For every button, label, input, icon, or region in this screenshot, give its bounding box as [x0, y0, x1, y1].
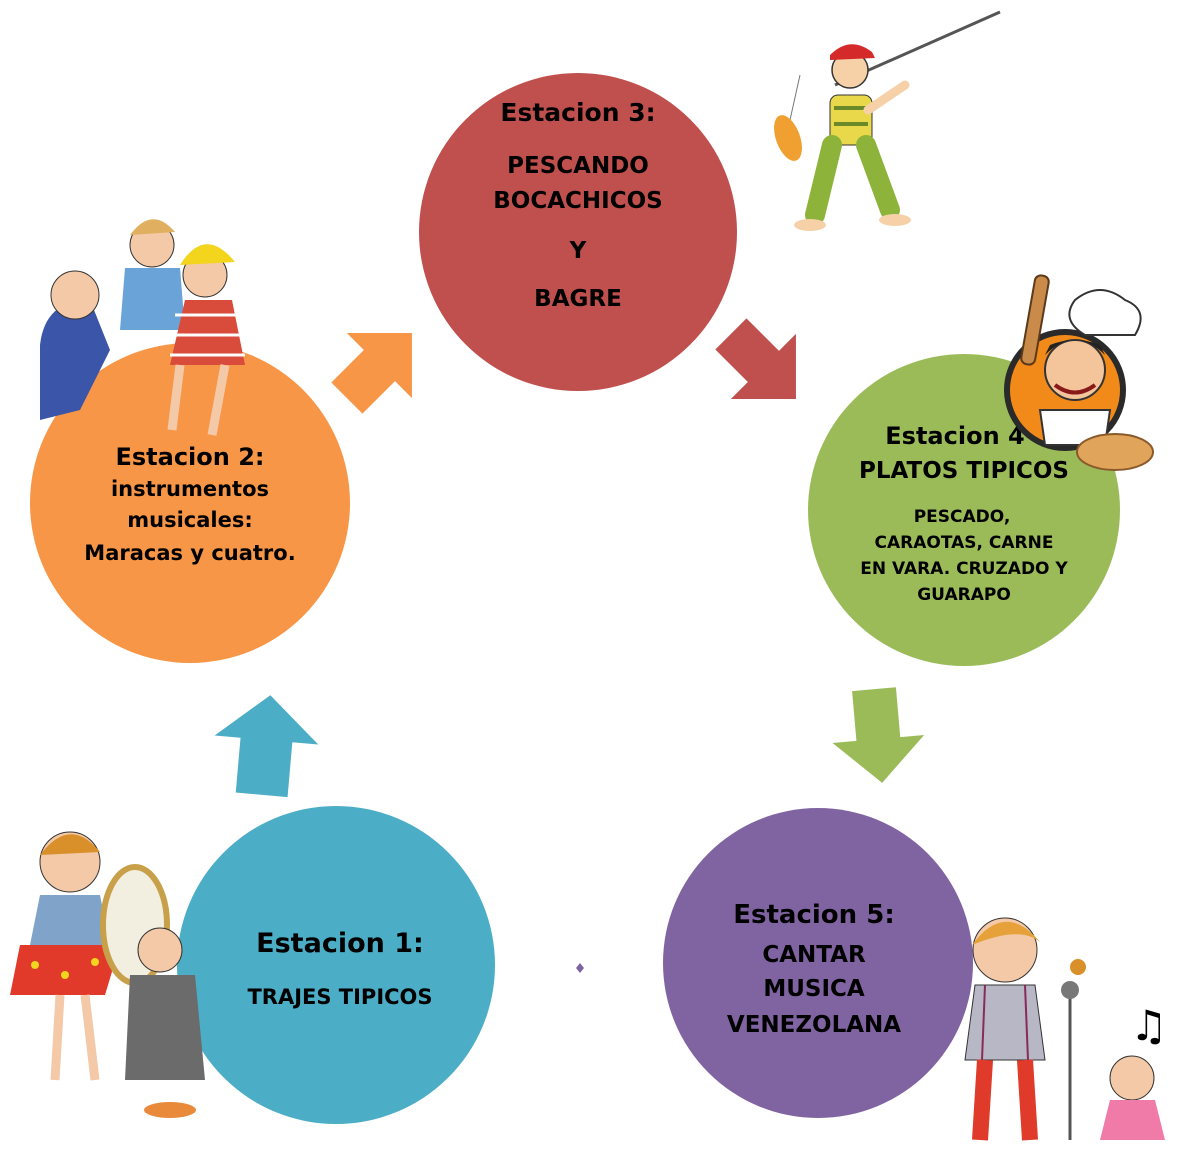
station-5-line: CANTAR	[762, 942, 866, 968]
station-3-line: Y	[569, 238, 587, 264]
children-playing-instruments-illustration	[40, 219, 245, 436]
station-4-detail: GUARAPO	[917, 585, 1011, 605]
station-3: Estacion 3: PESCANDO BOCACHICOS Y BAGRE	[419, 73, 737, 391]
chef-illustration	[1004, 274, 1154, 471]
station-1-line: TRAJES TIPICOS	[247, 985, 432, 1009]
station-3-circle	[419, 73, 737, 391]
station-3-line: BOCACHICOS	[493, 188, 662, 214]
station-5-title: Estacion 5:	[733, 900, 894, 930]
small-marker-dot	[576, 963, 584, 973]
station-2-line: musicales:	[127, 508, 253, 532]
boy-fishing-illustration	[774, 10, 1001, 231]
station-3-title: Estacion 3:	[500, 98, 655, 127]
station-3-line: PESCANDO	[507, 153, 649, 179]
station-4-title: Estacion 4	[885, 422, 1024, 450]
station-1-title: Estacion 1:	[256, 928, 424, 959]
station-1: Estacion 1: TRAJES TIPICOS	[177, 806, 495, 1124]
station-1-circle	[177, 806, 495, 1124]
station-2-title: Estacion 2:	[115, 443, 264, 471]
station-2-line: instrumentos	[111, 477, 269, 501]
arrow-4-to-5-shape	[832, 687, 925, 783]
arrow-1-to-2	[214, 695, 319, 798]
arrow-4-to-5	[832, 687, 925, 783]
arrow-3-to-4	[715, 318, 796, 399]
station-4-line: PLATOS TIPICOS	[859, 458, 1069, 484]
arrow-3-to-4-shape	[715, 318, 796, 399]
station-3-line: BAGRE	[534, 286, 622, 312]
kids-singing-illustration: ♫	[964, 917, 1168, 1141]
station-5-line: VENEZOLANA	[727, 1012, 901, 1038]
arrow-2-to-3	[331, 333, 412, 414]
arrow-1-to-2-shape	[214, 695, 319, 798]
station-2: Estacion 2: instrumentos musicales: Mara…	[30, 343, 350, 663]
station-5-circle	[663, 808, 973, 1118]
station-2-line: Maracas y cuatro.	[84, 541, 295, 565]
station-5: Estacion 5: CANTAR MUSICA VENEZOLANA	[663, 808, 973, 1118]
station-5-line: MUSICA	[763, 976, 865, 1002]
kids-dressing-up-illustration	[10, 831, 205, 1118]
station-4-detail: CARAOTAS, CARNE	[875, 533, 1054, 553]
station-4-detail: PESCADO,	[914, 507, 1011, 527]
arrow-2-to-3-shape	[331, 333, 412, 414]
music-note-icon: ♫	[1130, 1001, 1168, 1050]
station-4-detail: EN VARA. CRUZADO Y	[860, 559, 1068, 579]
station-2-circle	[30, 343, 350, 663]
